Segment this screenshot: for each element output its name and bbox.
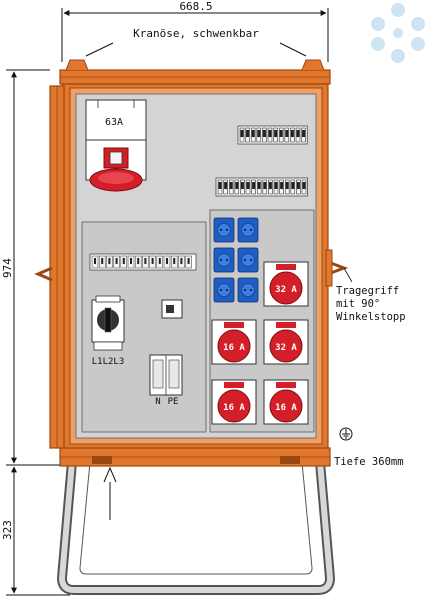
rcd-row	[89, 253, 197, 271]
ground-symbol-icon	[339, 427, 353, 441]
protection-cover-plate: L1L2L3 N PE	[81, 221, 207, 433]
cee-socket-16a-mid-label: 16 A	[223, 343, 245, 353]
width-dimension: 668.5	[61, 0, 329, 62]
rotary-switch-phases: L1L2L3	[92, 357, 125, 367]
handle-annotation-line3: Winkelstopp	[336, 311, 406, 323]
cee-socket-16a-bottom-right: 16 A	[263, 379, 309, 425]
height-dimension-label: 974	[1, 258, 14, 278]
cee-socket-32a-mid: 32 A	[263, 319, 309, 365]
cee-socket-16a-mid: 16 A	[211, 319, 257, 365]
base-stand	[57, 461, 335, 595]
cee-socket-16a-bottom-left: 16 A	[211, 379, 257, 425]
cee-socket-32a-mid-label: 32 A	[275, 343, 297, 353]
main-inlet-63a: 63A	[85, 99, 147, 192]
cee-socket-16a-bottom-right-label: 16 A	[275, 403, 297, 413]
mcb-strip-top	[237, 125, 308, 145]
cee-socket-16a-bottom-left-label: 16 A	[223, 403, 245, 413]
terminal-pe-label: PE	[168, 397, 179, 407]
n-pe-terminals: N PE	[149, 354, 183, 407]
main-inlet-rating: 63A	[105, 117, 123, 128]
crane-eye-label: Kranöse, schwenkbar	[133, 27, 259, 40]
height-dimension: 974	[1, 69, 60, 466]
main-rotary-switch: L1L2L3	[91, 295, 125, 367]
schuko-socket-grid	[213, 217, 259, 303]
mcb-strip-middle	[215, 177, 308, 197]
crane-eye-pointer-right	[279, 42, 307, 57]
stand-dimension-label: 323	[1, 520, 14, 540]
watermark-logo-icon	[371, 3, 425, 63]
terminal-n-label: N	[155, 397, 160, 407]
cee-socket-32a-top: 32 A	[263, 261, 309, 307]
handle-annotation: Tragegriff mit 90° Winkelstopp	[336, 267, 406, 323]
handle-annotation-line2: mit 90°	[336, 298, 380, 310]
depth-annotation: Tiefe 360mm	[334, 456, 404, 468]
crane-eye-pointer-left	[85, 42, 114, 57]
handle-annotation-line1: Tragegriff	[336, 285, 399, 297]
width-dimension-label: 668.5	[179, 0, 212, 13]
cee-socket-32a-top-label: 32 A	[275, 285, 297, 295]
stand-dimension: 323	[1, 466, 70, 596]
lifting-point-arrow-icon	[103, 466, 117, 520]
